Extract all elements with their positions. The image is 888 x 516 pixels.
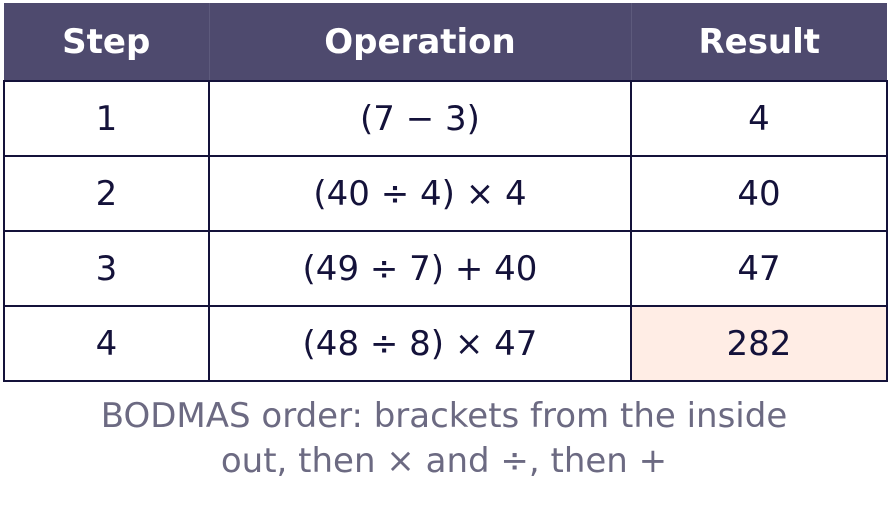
footnote-line-2: out, then × and ÷, then + [220,441,668,481]
operation-cell: (49 ÷ 7) + 40 [208,230,632,307]
step-cell: 4 [3,305,210,382]
steps-table: Step Operation Result 1 (7 − 3) 4 2 (40 … [3,3,888,382]
operation-cell: (7 − 3) [208,80,632,157]
result-cell: 40 [630,155,888,232]
table-row: 2 (40 ÷ 4) × 4 40 [3,155,888,232]
table-row: 4 (48 ÷ 8) × 47 282 [3,305,888,382]
header-operation: Operation [208,3,632,81]
header-result: Result [630,3,887,81]
table-row: 1 (7 − 3) 4 [3,80,888,157]
step-cell: 2 [3,155,210,232]
header-step: Step [4,3,210,81]
step-cell: 1 [3,80,210,157]
result-cell: 47 [630,230,888,307]
header-row: Step Operation Result [4,3,887,81]
bodmas-footnote: BODMAS order: brackets from the inside o… [0,394,888,484]
table-header: Step Operation Result [4,3,887,81]
operation-cell: (40 ÷ 4) × 4 [208,155,632,232]
result-cell: 4 [630,80,888,157]
step-cell: 3 [3,230,210,307]
final-result-cell: 282 [630,305,888,382]
table-row: 3 (49 ÷ 7) + 40 47 [3,230,888,307]
footnote-line-1: BODMAS order: brackets from the inside [100,396,788,436]
operation-cell: (48 ÷ 8) × 47 [208,305,632,382]
table-body: 1 (7 − 3) 4 2 (40 ÷ 4) × 4 40 3 (49 ÷ 7)… [3,80,888,382]
